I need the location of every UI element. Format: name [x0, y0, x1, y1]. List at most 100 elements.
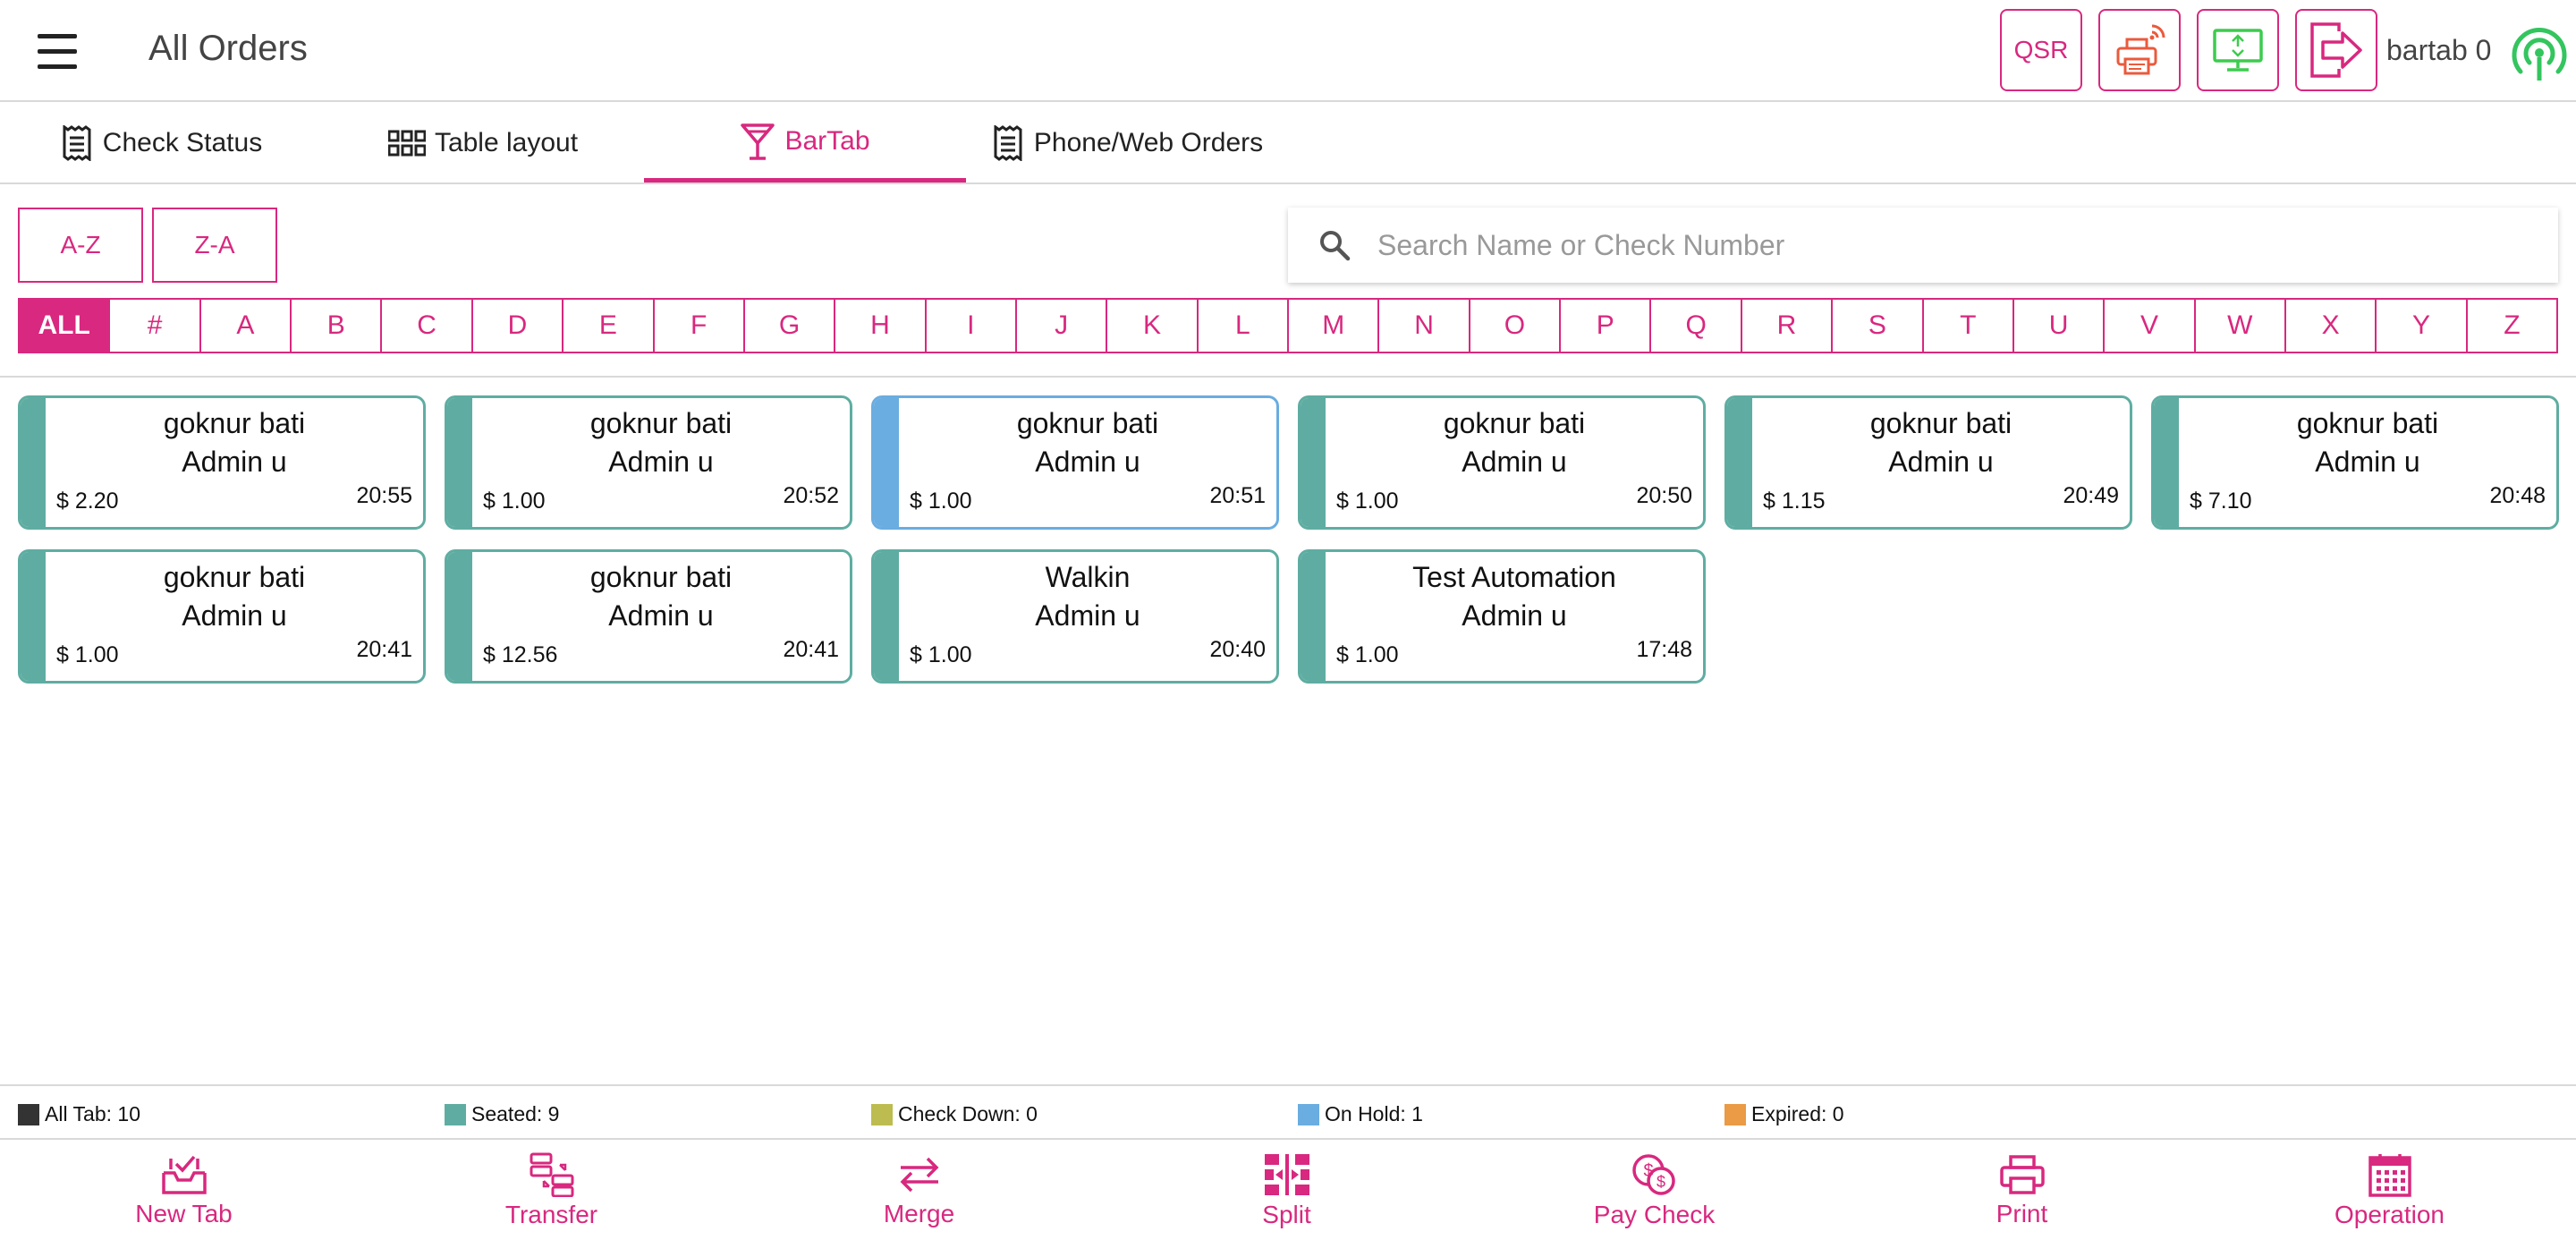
- split-button[interactable]: Split: [1103, 1142, 1470, 1240]
- cocktail-icon: [741, 123, 775, 160]
- operation-button[interactable]: Operation: [2206, 1142, 2573, 1240]
- alpha-filter-r[interactable]: R: [1742, 300, 1834, 352]
- alpha-filter-b[interactable]: B: [292, 300, 383, 352]
- alpha-filter-w[interactable]: W: [2196, 300, 2286, 352]
- pay-check-icon: $ $: [1631, 1154, 1675, 1195]
- alpha-filter-m[interactable]: M: [1289, 300, 1380, 352]
- status-stripe: [1301, 398, 1326, 527]
- tab-table-layout[interactable]: Table layout: [367, 104, 599, 183]
- customer-name: Test Automation: [1412, 561, 1616, 593]
- alpha-filter-s[interactable]: S: [1833, 300, 1924, 352]
- qsr-button[interactable]: QSR: [2000, 9, 2082, 91]
- alpha-filter-v[interactable]: V: [2105, 300, 2196, 352]
- check-amount: $ 1.00: [56, 642, 119, 667]
- pay-check-button[interactable]: $ $ Pay Check: [1470, 1142, 1838, 1240]
- alpha-filter-all[interactable]: ALL: [20, 300, 111, 352]
- legend-swatch: [1724, 1103, 1746, 1125]
- tab-phone-web-orders[interactable]: Phone/Web Orders: [966, 104, 1288, 183]
- display-sync-button[interactable]: [2197, 9, 2279, 91]
- alpha-filter-x[interactable]: X: [2286, 300, 2377, 352]
- merge-button[interactable]: Merge: [735, 1142, 1103, 1240]
- status-stripe: [874, 398, 899, 527]
- check-time: 20:41: [356, 637, 412, 662]
- alpha-filter-g[interactable]: G: [745, 300, 836, 352]
- alpha-filter-j[interactable]: J: [1017, 300, 1108, 352]
- alpha-filter-h[interactable]: H: [835, 300, 927, 352]
- alpha-filter-e[interactable]: E: [564, 300, 655, 352]
- logout-button[interactable]: [2295, 9, 2377, 91]
- sort-za-button[interactable]: Z-A: [152, 208, 277, 283]
- tab-label: Table layout: [434, 128, 579, 157]
- status-stripe: [21, 552, 46, 681]
- merge-icon: [900, 1157, 938, 1193]
- alpha-filter-i[interactable]: I: [927, 300, 1017, 352]
- search-box: [1288, 208, 2558, 283]
- bottom-nav: New Tab Transfer Merge: [0, 1142, 2576, 1240]
- alpha-filter-y[interactable]: Y: [2377, 300, 2468, 352]
- legend-swatch: [871, 1103, 893, 1125]
- print-button[interactable]: Print: [1838, 1142, 2206, 1240]
- alpha-filter-hash[interactable]: #: [110, 300, 201, 352]
- status-stripe: [874, 552, 899, 681]
- legend-expired: Expired: 0: [1724, 1102, 1844, 1126]
- user-label: bartab 0: [2386, 34, 2492, 66]
- alpha-filter-u[interactable]: U: [2014, 300, 2106, 352]
- tab-bartab[interactable]: BarTab: [644, 104, 966, 183]
- receipt-icon: [63, 125, 91, 161]
- customer-name: Walkin: [1045, 561, 1131, 593]
- legend-label: Expired: 0: [1751, 1102, 1844, 1125]
- new-tab-button[interactable]: New Tab: [0, 1142, 368, 1240]
- search-input[interactable]: [1377, 218, 2504, 272]
- nav-label: Merge: [883, 1200, 955, 1227]
- server-name: Admin u: [2315, 446, 2420, 478]
- check-amount: $ 1.00: [483, 488, 546, 514]
- check-time: 20:50: [1636, 483, 1692, 508]
- receipt-icon: [994, 125, 1022, 161]
- alpha-filter-l[interactable]: L: [1199, 300, 1290, 352]
- hamburger-menu-icon[interactable]: [38, 32, 77, 72]
- server-name: Admin u: [1035, 446, 1140, 478]
- status-stripe: [447, 552, 472, 681]
- alpha-filter-a[interactable]: A: [201, 300, 292, 352]
- divider: [0, 376, 2576, 378]
- alpha-filter-p[interactable]: P: [1561, 300, 1652, 352]
- legend-label: Check Down: 0: [898, 1102, 1038, 1125]
- alpha-filter-f[interactable]: F: [655, 300, 745, 352]
- check-time: 20:40: [1209, 637, 1266, 662]
- alpha-filter-k[interactable]: K: [1107, 300, 1199, 352]
- alpha-filter-t[interactable]: T: [1924, 300, 2014, 352]
- sort-az-button[interactable]: A-Z: [18, 208, 143, 283]
- legend-all-tab: All Tab: 10: [18, 1102, 140, 1126]
- alpha-filter-q[interactable]: Q: [1651, 300, 1742, 352]
- nav-label: Split: [1262, 1201, 1311, 1228]
- page-title: All Orders: [148, 29, 308, 68]
- transfer-button[interactable]: Transfer: [368, 1142, 735, 1240]
- nav-label: Print: [1996, 1200, 2048, 1227]
- check-amount: $ 1.00: [1336, 642, 1399, 667]
- alpha-filter-n[interactable]: N: [1379, 300, 1470, 352]
- alpha-filter-c[interactable]: C: [382, 300, 473, 352]
- customer-name: goknur bati: [589, 561, 733, 593]
- legend-swatch: [445, 1103, 466, 1125]
- alpha-filter-o[interactable]: O: [1470, 300, 1562, 352]
- legend-swatch: [1298, 1103, 1319, 1125]
- alpha-filter-d[interactable]: D: [473, 300, 564, 352]
- customer-name: goknur bati: [589, 407, 733, 439]
- check-amount: $ 1.00: [910, 642, 972, 667]
- legend-label: Seated: 9: [471, 1102, 560, 1125]
- tab-check-status[interactable]: Check Status: [36, 104, 286, 183]
- alpha-filter-z[interactable]: Z: [2504, 310, 2521, 340]
- printer-status-button[interactable]: [2098, 9, 2181, 91]
- check-time: 17:48: [1636, 637, 1692, 662]
